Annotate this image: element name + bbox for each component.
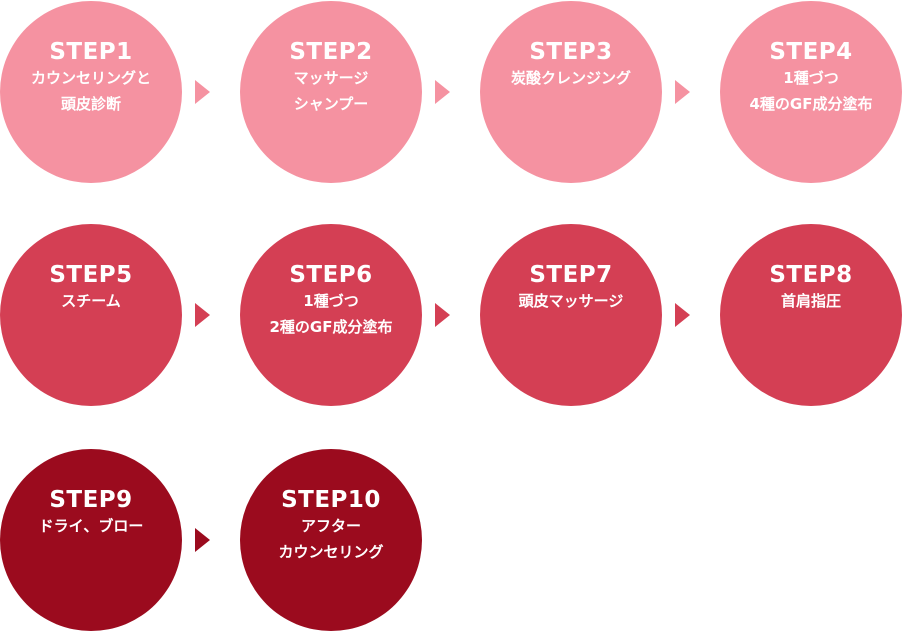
- step-2-line-2: シャンプー: [293, 95, 369, 113]
- triangle-right-icon: [435, 80, 450, 104]
- triangle-right-icon: [195, 528, 210, 552]
- step-8-line-1: 首肩指圧: [780, 292, 841, 310]
- step-3-circle: STEP3 炭酸クレンジング: [480, 1, 662, 183]
- step-6-line-1: 1種づつ: [303, 292, 359, 310]
- step-1-title: STEP1: [49, 39, 133, 65]
- step-5-circle: STEP5 スチーム: [0, 224, 182, 406]
- step-6-line-2: 2種のGF成分塗布: [269, 318, 393, 336]
- step-9-circle: STEP9 ドライ、ブロー: [0, 449, 182, 631]
- step-1-circle: STEP1 カウンセリングと 頭皮診断: [0, 1, 182, 183]
- step-6-circle: STEP6 1種づつ 2種のGF成分塗布: [240, 224, 422, 406]
- step-6-title: STEP6: [289, 262, 373, 288]
- triangle-right-icon: [435, 303, 450, 327]
- step-10-line-1: アフター: [300, 517, 361, 535]
- step-10-circle: STEP10 アフター カウンセリング: [240, 449, 422, 631]
- step-10-title: STEP10: [281, 487, 381, 513]
- step-4-line-2: 4種のGF成分塗布: [749, 95, 873, 113]
- step-4-line-1: 1種づつ: [783, 69, 839, 87]
- triangle-right-icon: [675, 80, 690, 104]
- step-4-circle: STEP4 1種づつ 4種のGF成分塗布: [720, 1, 902, 183]
- step-3-title: STEP3: [529, 39, 613, 65]
- step-8-circle: STEP8 首肩指圧: [720, 224, 902, 406]
- step-9-line-1: ドライ、ブロー: [38, 517, 144, 535]
- step-7-title: STEP7: [529, 262, 613, 288]
- step-7-circle: STEP7 頭皮マッサージ: [480, 224, 662, 406]
- triangle-right-icon: [675, 303, 690, 327]
- step-3-line-1: 炭酸クレンジング: [510, 69, 631, 87]
- step-2-line-1: マッサージ: [293, 69, 369, 87]
- step-5-line-1: スチーム: [61, 292, 121, 310]
- step-10-line-2: カウンセリング: [278, 543, 384, 561]
- step-1-line-2: 頭皮診断: [60, 95, 121, 113]
- step-4-title: STEP4: [769, 39, 853, 65]
- triangle-right-icon: [195, 303, 210, 327]
- step-2-title: STEP2: [289, 39, 373, 65]
- step-7-line-1: 頭皮マッサージ: [518, 292, 624, 310]
- step-9-title: STEP9: [49, 487, 133, 513]
- step-8-title: STEP8: [769, 262, 853, 288]
- step-2-circle: STEP2 マッサージ シャンプー: [240, 1, 422, 183]
- step-1-line-1: カウンセリングと: [30, 69, 151, 87]
- step-5-title: STEP5: [49, 262, 133, 288]
- triangle-right-icon: [195, 80, 210, 104]
